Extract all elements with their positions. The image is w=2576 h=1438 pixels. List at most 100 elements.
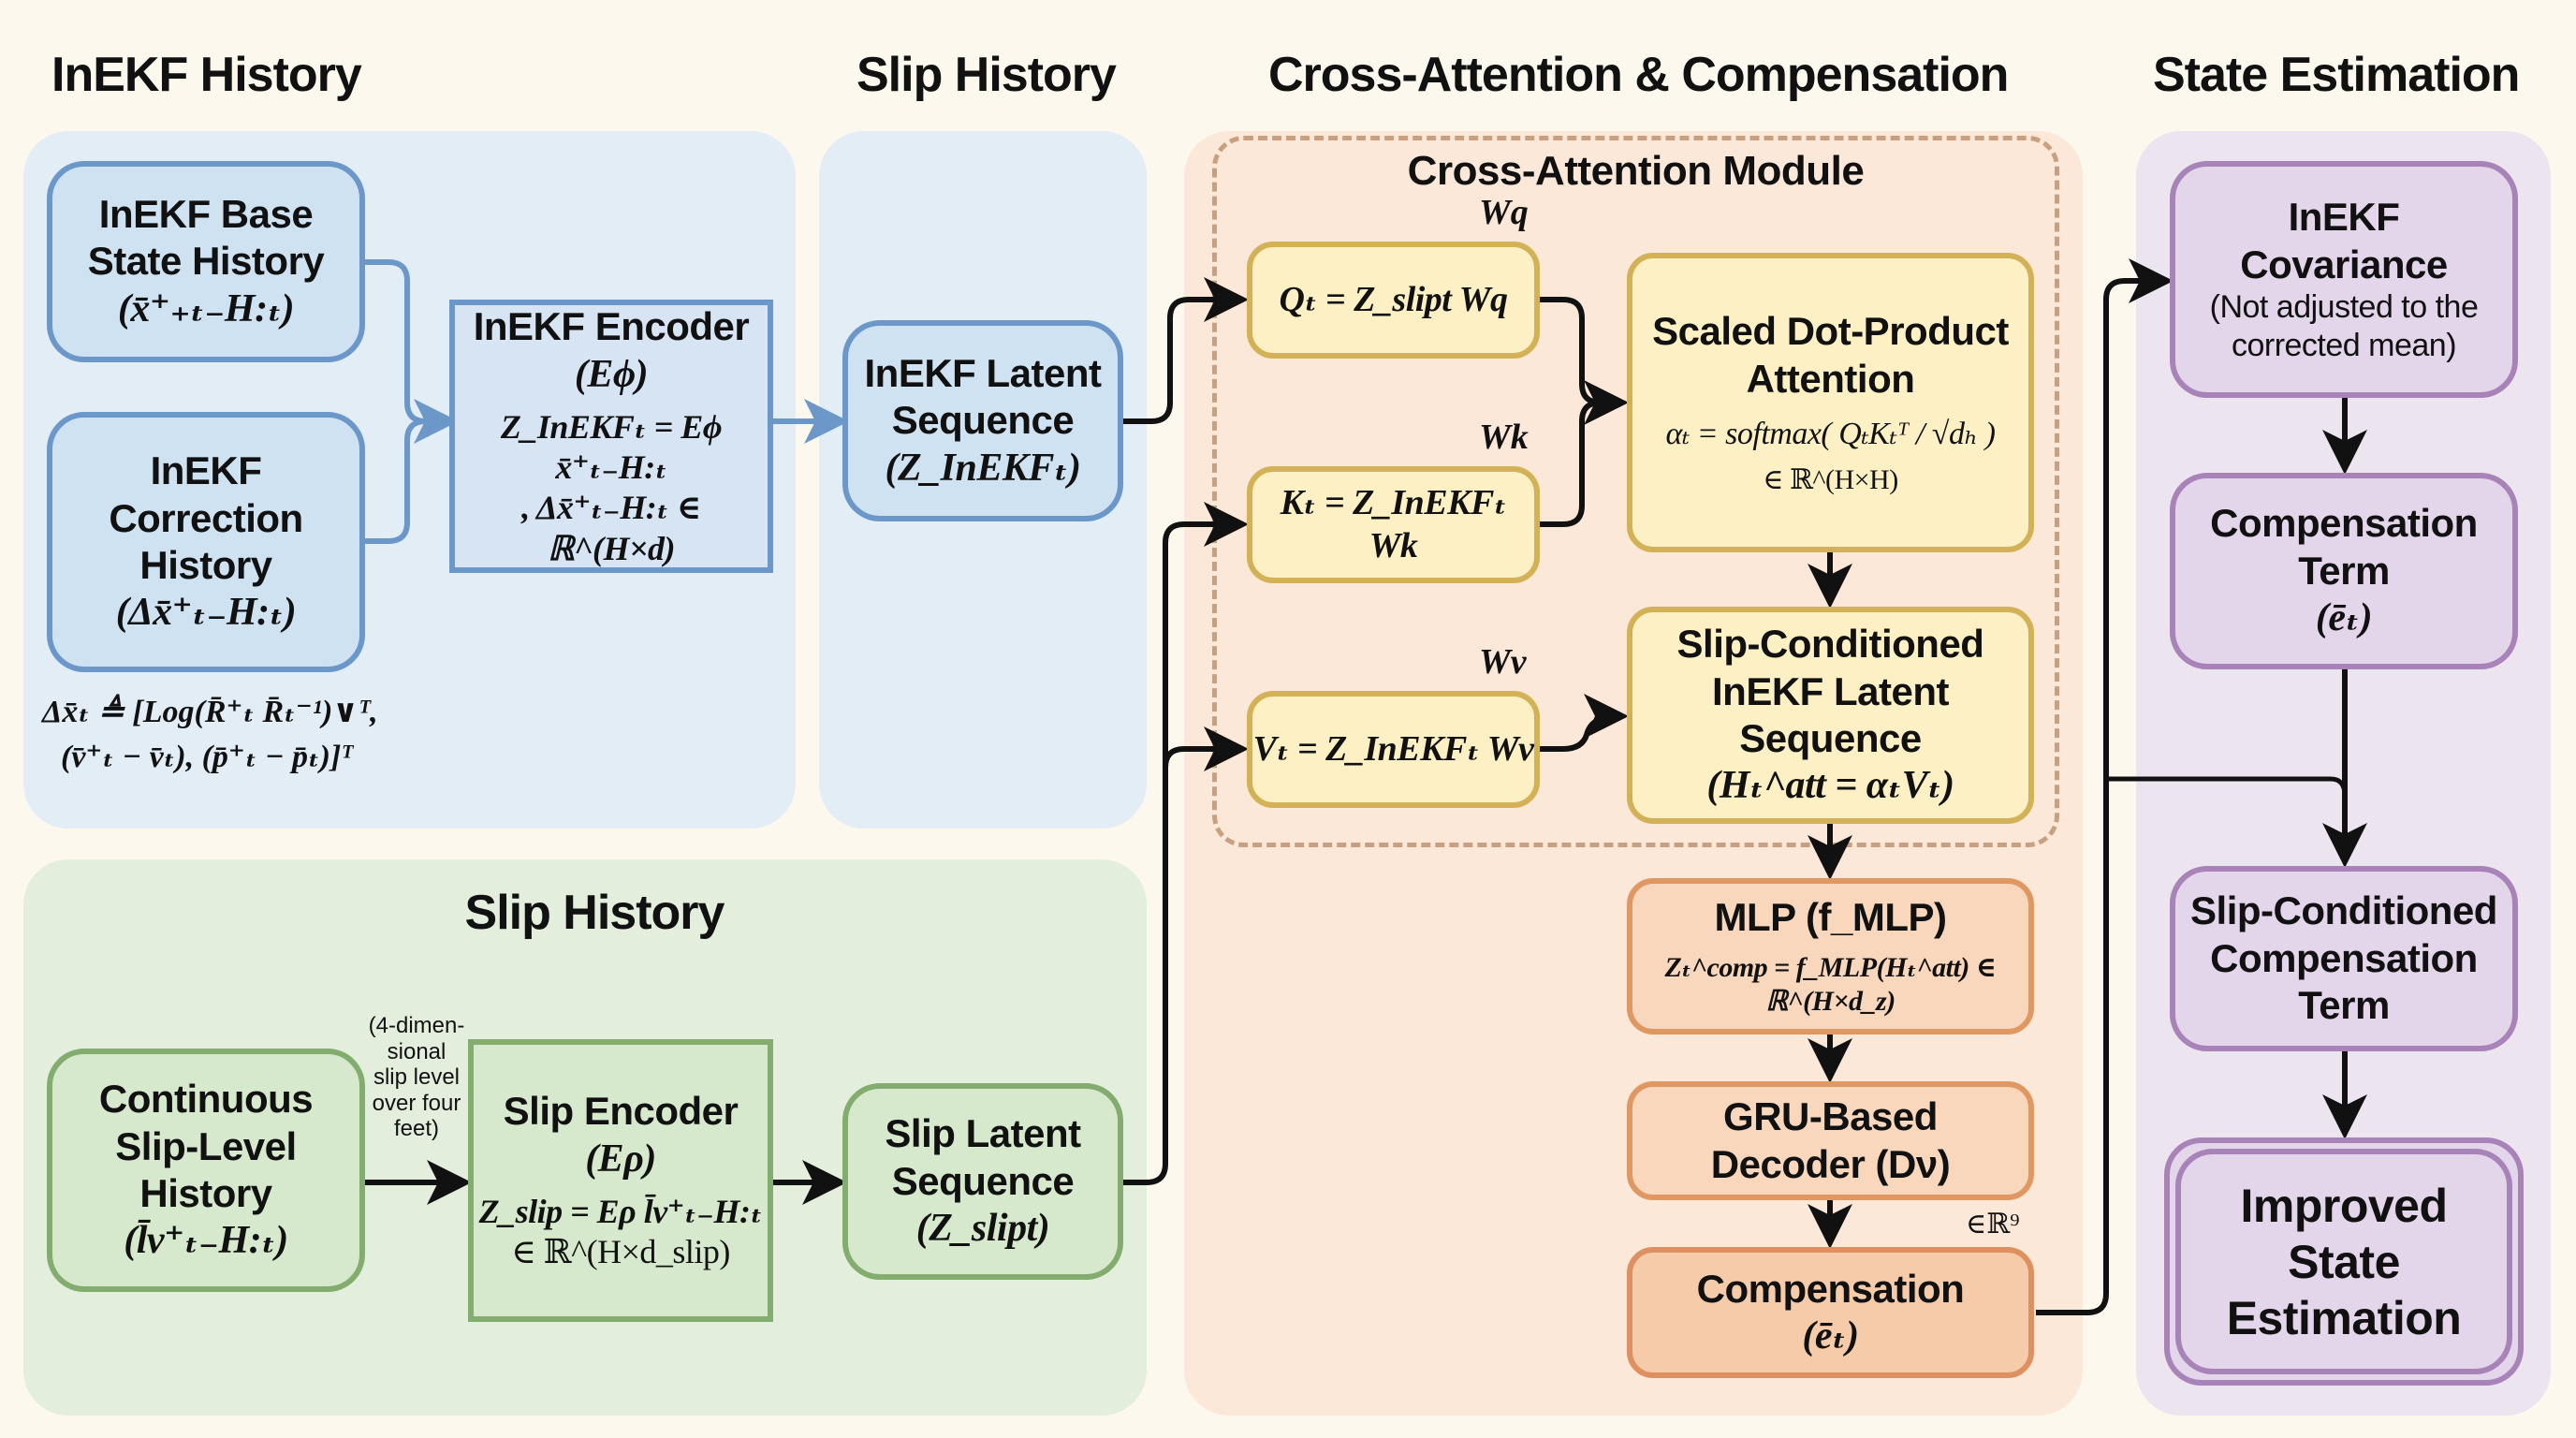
header-cross-attention: Cross-Attention & Compensation — [1268, 48, 2009, 102]
wq-label: Wq — [1479, 193, 1529, 232]
label: Estimation — [2226, 1291, 2462, 1344]
wire-k-to-sdpa — [1540, 400, 1602, 527]
label: Scaled Dot-Product — [1652, 309, 2009, 354]
continuous-slip-level-history-box: Continuous Slip-Level History (l̄v⁺ₜ₋H:ₜ… — [47, 1049, 365, 1292]
cross-attention-module-title: Cross-Attention Module — [1407, 148, 1865, 194]
wire-branch-to-v — [1163, 726, 1249, 771]
note-line: (4-dimen- — [368, 1013, 465, 1038]
label: Term — [2298, 983, 2390, 1028]
encoder-symbol: (Eϕ) — [574, 352, 649, 396]
query-box: Qₜ = Z_slipt Wq — [1247, 242, 1540, 359]
mlp-box: MLP (f_MLP) Zₜ^comp = f_MLP(Hₜ^att) ∈ ℝ^… — [1627, 878, 2034, 1034]
symbol: (Z_slipt) — [915, 1207, 1050, 1251]
slip-conditioned-compensation-term-box: Slip-Conditioned Compensation Term — [2170, 866, 2518, 1051]
symbol: (Z_InEKFₜ) — [885, 446, 1081, 490]
wire-comp-to-covariance — [2036, 258, 2174, 1315]
label: Sequence — [891, 398, 1075, 443]
symbol: (ēₜ) — [2315, 596, 2373, 640]
inekf-covariance-box: InEKF Covariance (Not adjusted to the co… — [2170, 161, 2518, 398]
encoder-title: Slip Encoder — [503, 1089, 739, 1134]
label: InEKF — [150, 448, 262, 493]
label: Improved — [2240, 1179, 2448, 1232]
slip-conditioned-latent-box: Slip-Conditioned InEKF Latent Sequence (… — [1627, 607, 2034, 824]
note-line: slip level — [373, 1064, 461, 1091]
header-state-estimation: State Estimation — [2153, 48, 2520, 102]
improved-state-estimation-box: Improved State Estimation — [2175, 1149, 2512, 1374]
encoder-formula-2: , Δx̄⁺ₜ₋H:ₜ ∈ ℝ^(H×d) — [521, 489, 701, 567]
header-slip-history: Slip History — [856, 48, 1117, 102]
label: Sequence — [1739, 716, 1922, 760]
wire-inekf-latent-to-q — [1123, 277, 1249, 424]
correction-definition: Δx̄ₜ ≜ [Log(R̄⁺ₜ R̄ₜ⁻¹)∨ᵀ, (v̄⁺ₜ − v̄ₜ),… — [42, 693, 435, 775]
scaled-dot-product-attention-box: Scaled Dot-Product Attention αₜ = softma… — [1627, 253, 2034, 552]
slip-encoder-box: Slip Encoder (Eρ) Z_slip = Eρ l̄v⁺ₜ₋H:ₜ … — [468, 1039, 773, 1322]
slip-dimension-note: (4-dimen- sional slip level over four fe… — [365, 1013, 468, 1142]
label: History — [139, 543, 272, 587]
label: Compensation — [1696, 1266, 1965, 1311]
inekf-correction-history-box: InEKF Correction History (Δx̄⁺ₜ₋H:ₜ) — [47, 412, 365, 672]
label: Sequence — [891, 1158, 1075, 1203]
label: Attention — [1746, 356, 1915, 401]
label: State — [2288, 1235, 2400, 1288]
label: Slip-Conditioned — [2190, 888, 2497, 933]
slip-latent-sequence-box: Slip Latent Sequence (Z_slipt) — [842, 1083, 1123, 1280]
label: InEKF Latent — [864, 350, 1103, 395]
label: Term — [2298, 548, 2390, 593]
encoder-formula: Z_InEKFₜ = Eϕ x̄⁺ₜ₋H:ₜ — [500, 408, 723, 487]
wk-label: Wk — [1479, 418, 1529, 457]
note-line: over four — [372, 1090, 461, 1116]
label: Slip-Conditioned — [1676, 622, 1984, 667]
label: Covariance — [2240, 242, 2448, 286]
note-line: feet) — [393, 1116, 440, 1142]
label: Correction — [109, 495, 303, 540]
mlp-title: MLP (f_MLP) — [1714, 895, 1947, 940]
symbol: (Hₜ^att = αₜVₜ) — [1706, 764, 1954, 808]
correction-definition-line1: Δx̄ₜ ≜ [Log(R̄⁺ₜ R̄ₜ⁻¹)∨ᵀ, — [42, 695, 378, 729]
label: Decoder (Dν) — [1710, 1141, 1951, 1186]
label: InEKF — [2288, 195, 2400, 240]
label: GRU-Based — [1723, 1094, 1938, 1139]
key-box: Kₜ = Z_InEKFₜ Wk — [1247, 466, 1540, 583]
wv-label: Wv — [1479, 642, 1527, 682]
inekf-latent-sequence-box: InEKF Latent Sequence (Z_InEKFₜ) — [842, 320, 1123, 521]
label: State History — [87, 239, 325, 284]
wire-base-to-encoder — [365, 259, 459, 444]
slip-history-title: Slip History — [464, 886, 725, 940]
value-box: Vₜ = Z_InEKFₜ Wv — [1247, 691, 1540, 808]
compensation-box: Compensation (ēₜ) — [1627, 1247, 2034, 1378]
output-dimension-label: ∈ℝ⁹ — [1966, 1209, 2020, 1240]
label: Slip-Level — [115, 1123, 297, 1168]
wire-slip-latent-to-kv — [1123, 502, 1249, 1185]
symbol: (Δx̄⁺ₜ₋H:ₜ) — [115, 591, 297, 635]
wire-branch-to-slipcomp — [2106, 776, 2348, 797]
encoder-symbol: (Eρ) — [585, 1137, 656, 1181]
attention-space: ∈ ℝ^(H×H) — [1763, 463, 1898, 495]
compensation-term-box: Compensation Term (ēₜ) — [2170, 473, 2518, 669]
encoder-formula-2: ∈ ℝ^(H×d_slip) — [511, 1233, 730, 1271]
label: InEKF Latent — [1712, 668, 1950, 713]
label: Compensation — [2210, 501, 2478, 546]
cross-attention-module-border — [1212, 136, 2059, 847]
symbol: (ēₜ) — [1802, 1314, 1859, 1357]
gru-decoder-box: GRU-Based Decoder (Dν) — [1627, 1081, 2034, 1200]
wire-q-to-sdpa — [1540, 297, 1629, 425]
correction-definition-line2: (v̄⁺ₜ − v̄ₜ), (p̄⁺ₜ − p̄ₜ)]ᵀ — [61, 740, 353, 774]
label: InEKF Base — [98, 191, 314, 236]
symbol: (l̄v⁺ₜ₋H:ₜ) — [124, 1219, 288, 1263]
note-line: sional — [387, 1038, 446, 1064]
label: History — [139, 1171, 272, 1215]
softmax-formula: αₜ = softmax( QₜKₜᵀ / √dₕ ) — [1665, 416, 1996, 451]
inekf-encoder-box: InEKF Encoder (Eϕ) Z_InEKFₜ = Eϕ x̄⁺ₜ₋H:… — [449, 300, 773, 573]
label: Compensation — [2210, 935, 2478, 980]
header-inekf-history: InEKF History — [51, 48, 362, 102]
encoder-title: InEKF Encoder — [473, 304, 750, 349]
symbol: (x̄⁺₊ₜ₋H:ₜ) — [117, 286, 295, 330]
mlp-formula: Zₜ^comp = f_MLP(Hₜ^att) ∈ ℝ^(H×d_z) — [1664, 951, 1997, 1017]
covariance-note: corrected mean) — [2231, 327, 2457, 363]
wire-v-to-slipcond — [1540, 694, 1629, 752]
label: Continuous — [98, 1077, 314, 1122]
label: Slip Latent — [885, 1111, 1081, 1156]
wire-correction-to-encoder — [365, 418, 427, 544]
inekf-base-state-history-box: InEKF Base State History (x̄⁺₊ₜ₋H:ₜ) — [47, 161, 365, 362]
